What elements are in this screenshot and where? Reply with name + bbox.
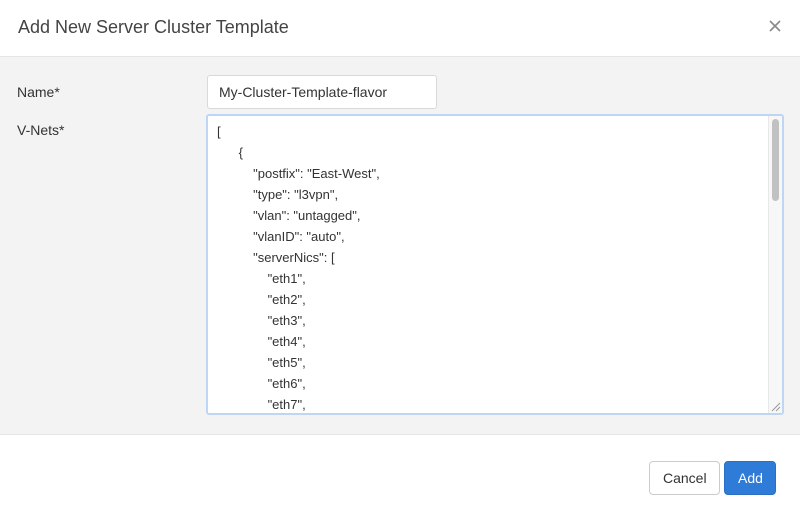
cancel-button[interactable]: Cancel [649, 461, 720, 495]
modal-header: Add New Server Cluster Template [0, 0, 800, 57]
scrollbar-thumb[interactable] [772, 119, 779, 201]
textarea-scrollbar[interactable] [768, 116, 782, 413]
name-input[interactable] [207, 75, 437, 109]
modal-title: Add New Server Cluster Template [18, 17, 289, 37]
add-button[interactable]: Add [724, 461, 776, 495]
name-label: Name* [17, 84, 60, 100]
close-button[interactable] [768, 18, 784, 34]
vnets-label: V-Nets* [17, 122, 65, 138]
vnets-textarea[interactable]: [ { "postfix": "East-West", "type": "l3v… [206, 114, 784, 415]
modal-footer: Cancel Add [0, 435, 800, 521]
modal-body: Name* V-Nets* [ { "postfix": "East-West"… [0, 57, 800, 435]
close-icon [769, 20, 781, 32]
vnets-json-content[interactable]: [ { "postfix": "East-West", "type": "l3v… [217, 124, 380, 412]
resize-handle-icon[interactable] [770, 401, 781, 412]
